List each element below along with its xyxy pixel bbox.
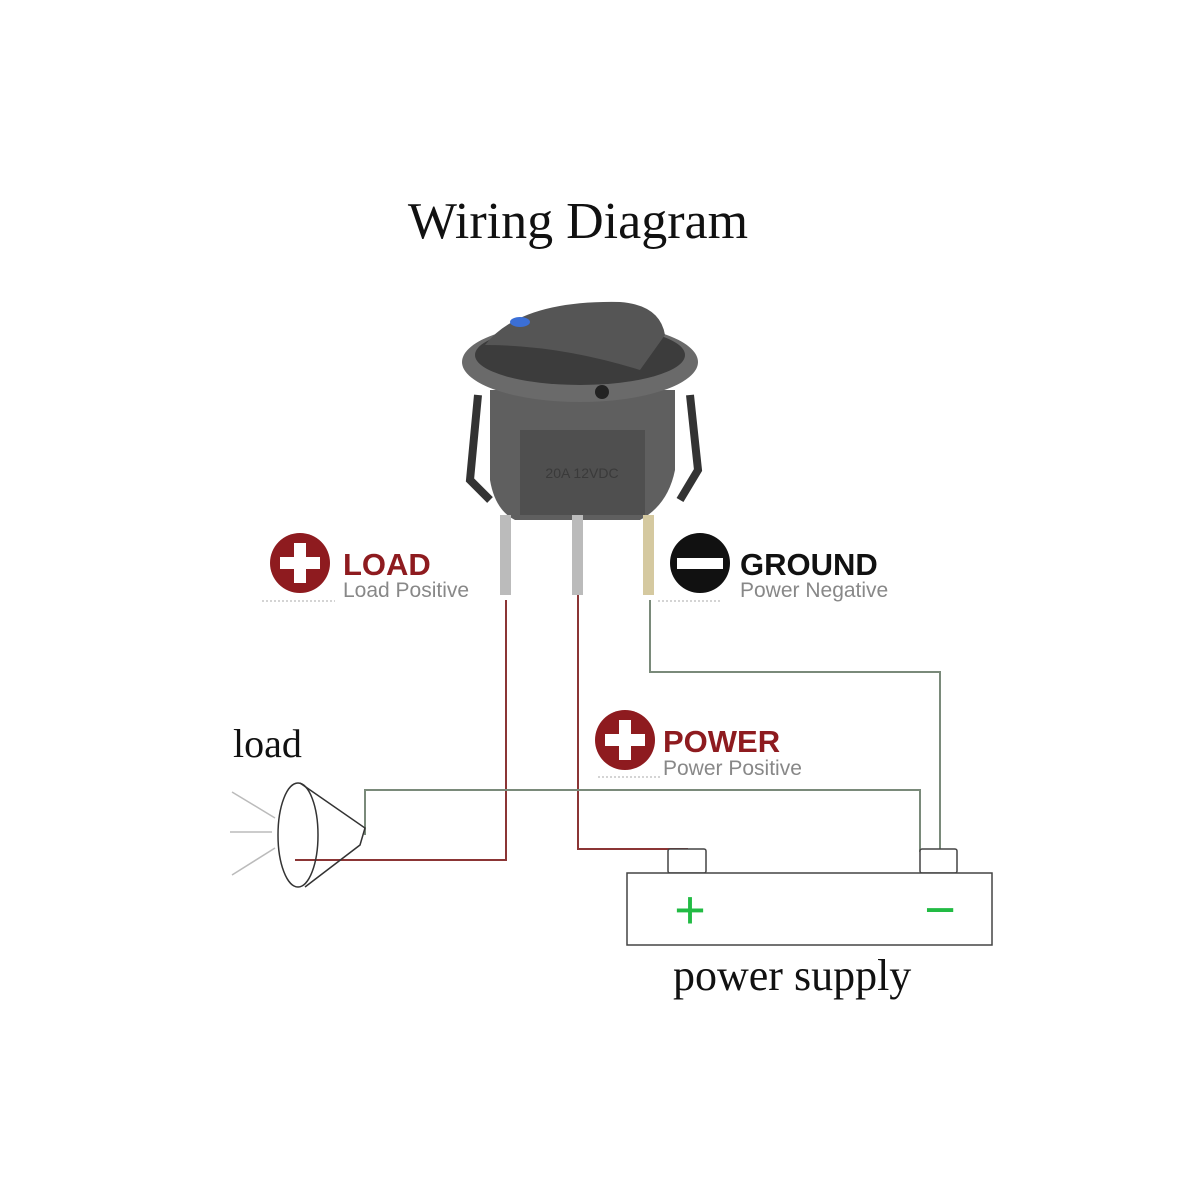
ground-terminal-label: GROUND Power Negative	[658, 533, 888, 602]
positive-sign: +	[674, 880, 706, 940]
wires	[295, 595, 941, 861]
power-wire	[577, 595, 688, 850]
ground-wire	[649, 600, 941, 852]
load-label: load	[233, 721, 302, 766]
load-title: LOAD	[343, 547, 431, 582]
power-supply: + −	[626, 848, 993, 946]
load-terminal-label: LOAD Load Positive	[262, 533, 469, 602]
indicator-led	[510, 317, 530, 327]
diagram-title: Wiring Diagram	[408, 193, 748, 250]
power-title: POWER	[663, 724, 780, 759]
power-subtitle: Power Positive	[663, 757, 802, 780]
power-terminal-label: POWER Power Positive	[595, 710, 802, 780]
lamp-icon	[230, 782, 366, 888]
load-wire	[295, 600, 507, 861]
lamp-return-wire	[364, 789, 921, 852]
load-subtitle: Load Positive	[343, 579, 469, 602]
ground-title: GROUND	[740, 547, 878, 582]
switch-marking: 20A 12VDC	[545, 465, 618, 481]
ground-subtitle: Power Negative	[740, 579, 888, 602]
rocker-switch: 20A 12VDC	[462, 301, 703, 595]
power-supply-label: power supply	[673, 951, 911, 1000]
negative-sign: −	[924, 880, 956, 940]
